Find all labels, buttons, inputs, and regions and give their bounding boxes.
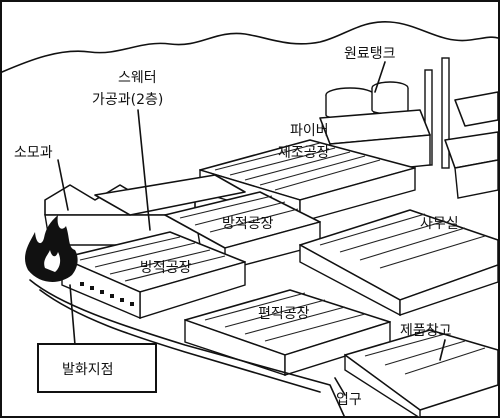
- knitting-plant-building: [184, 289, 391, 376]
- label-office: 사무실: [420, 216, 459, 232]
- chimney-right: [441, 57, 450, 169]
- label-fiber-plant-1: 파이버: [290, 123, 329, 139]
- label-carding-dept: 소모과: [14, 145, 53, 161]
- office-building: [299, 209, 499, 317]
- label-sweater-dept-1: 스웨터: [118, 70, 157, 86]
- fire-icon: [25, 215, 78, 282]
- label-spinning-plant-upper: 방적공장: [222, 216, 274, 232]
- product-warehouse-building: [344, 329, 499, 418]
- ignition-point-box: [37, 343, 157, 393]
- perimeter-road: [29, 279, 346, 418]
- label-entrance: 입구: [336, 392, 362, 408]
- mountain-ridge: [1, 21, 499, 73]
- spinning-plant-lower-building: [61, 231, 246, 320]
- perimeter-road-inner: [39, 289, 321, 393]
- leader-lines: [57, 61, 446, 396]
- label-ignition-point: 발화지점: [62, 362, 114, 378]
- label-raw-tank: 원료탱크: [344, 46, 396, 62]
- label-spinning-plant-lower: 방적공장: [140, 260, 192, 276]
- far-right-buildings: [444, 91, 499, 199]
- label-product-warehouse: 제품창고: [400, 323, 452, 339]
- label-sweater-dept-2: 가공과(2층): [92, 92, 163, 108]
- label-knitting-plant: 편직공장: [258, 306, 310, 322]
- label-fiber-plant-2: 제조공장: [278, 145, 330, 161]
